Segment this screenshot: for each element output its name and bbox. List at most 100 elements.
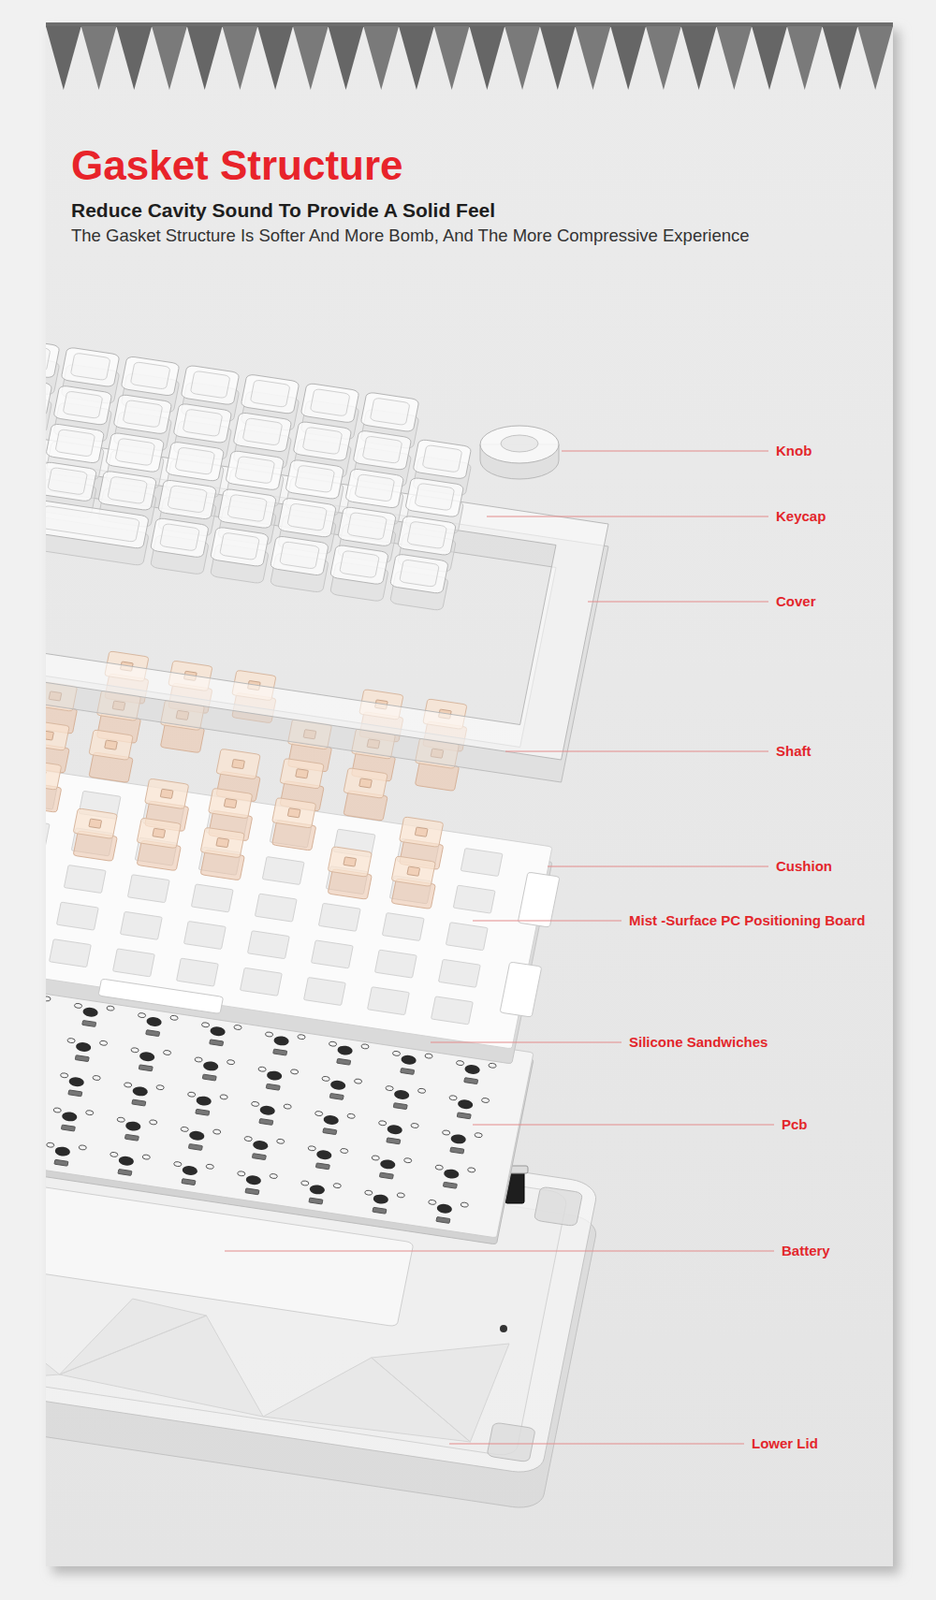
switch-pad (467, 1167, 476, 1173)
keycap (180, 365, 240, 406)
switch-pad (361, 1043, 370, 1050)
switch-pad (45, 1142, 55, 1149)
leader-lines (224, 451, 775, 1445)
keycap (218, 488, 278, 529)
switch-cutout (367, 987, 410, 1016)
switch-pad (333, 1183, 342, 1189)
switch-cutout (460, 848, 503, 878)
leader-line (486, 515, 769, 517)
switch-cutout (49, 939, 92, 968)
lid-facet (357, 1324, 510, 1446)
zigzag-triangle (257, 26, 293, 90)
keycap-dish (249, 380, 291, 409)
switch-pad (123, 1082, 132, 1089)
switch-top (391, 856, 436, 888)
switch-socket (259, 1105, 277, 1117)
switch-cutout (240, 967, 283, 996)
switch-cutout (310, 940, 353, 969)
switch-socket (464, 1064, 482, 1076)
keycap-dish (279, 541, 321, 571)
led-chip (181, 1179, 196, 1186)
keycap-dish (47, 467, 88, 496)
switch-stem (287, 808, 301, 819)
zigzag-triangle (822, 26, 859, 90)
keycap (397, 515, 457, 556)
leader-line (587, 600, 769, 602)
led-chip (400, 1068, 415, 1076)
zigzag-triangle (328, 26, 365, 90)
switch-stem (104, 740, 118, 750)
switch-cutout (56, 902, 99, 931)
zigzag-triangle (151, 26, 188, 90)
switch-socket (400, 1054, 418, 1067)
switch-pad (194, 1057, 204, 1064)
switch-top (45, 720, 70, 752)
leader-line (430, 1041, 622, 1043)
switch-cutout (318, 903, 361, 932)
switch-cutout (438, 959, 481, 988)
keycap-dish (362, 436, 403, 465)
switch-pad (403, 1157, 412, 1164)
keycap (345, 468, 405, 509)
switch-socket (393, 1089, 410, 1101)
keycap (285, 459, 345, 500)
switch-top (145, 778, 190, 810)
keycap (165, 441, 225, 483)
switch-top (216, 748, 261, 780)
switch-cutout (190, 884, 234, 913)
keycap (329, 544, 389, 585)
switch-pad (300, 1181, 309, 1187)
switch-pad (481, 1097, 490, 1104)
switch-socket (68, 1076, 86, 1088)
switch-cutout (381, 913, 425, 942)
switch-socket (117, 1155, 135, 1168)
plate-face (45, 734, 553, 1050)
switch-pad (67, 1038, 76, 1044)
keycap (120, 355, 180, 396)
part-label: Cushion (775, 858, 833, 875)
keycap-dish (130, 362, 171, 391)
led-chip (273, 1049, 288, 1056)
zigzag-triangle (81, 26, 117, 90)
keycap (412, 438, 472, 480)
switch-pad (290, 1068, 299, 1075)
switch-pad (396, 1192, 406, 1199)
gasket-tab (98, 979, 224, 1015)
led-chip (315, 1163, 330, 1170)
switch-socket (60, 1111, 78, 1123)
switch-stem (223, 798, 237, 808)
keycap (389, 554, 449, 595)
switch-cutout (119, 911, 162, 940)
led-chip (209, 1039, 224, 1047)
switch-top (208, 788, 253, 819)
switch-stem (414, 827, 428, 837)
lid-corner-post (486, 1422, 536, 1463)
switch-cutout (304, 978, 347, 1007)
switch-pad (78, 1144, 88, 1151)
keycap (98, 470, 158, 512)
knob-facet (500, 435, 539, 453)
switch-pad (212, 1129, 221, 1136)
zigzag-triangle (504, 26, 541, 90)
switch-pad (328, 1041, 337, 1048)
switch-stem (88, 819, 103, 829)
led-chip (146, 1030, 161, 1038)
keycap-dish (182, 409, 223, 438)
switch-socket (138, 1051, 156, 1063)
cover-top (45, 411, 609, 761)
switch-pad (173, 1161, 182, 1168)
switch-pad (156, 1084, 165, 1091)
keycap (277, 497, 337, 539)
part-label: Shaft (775, 743, 812, 760)
switch-socket (442, 1169, 460, 1181)
led-chip (188, 1144, 203, 1152)
switches (45, 613, 468, 910)
keycap (158, 479, 218, 520)
keycap (60, 347, 120, 388)
keycap (53, 385, 113, 426)
keycap (105, 432, 165, 473)
keycap-dish (45, 343, 51, 372)
keycap (149, 517, 209, 558)
switch-top (45, 760, 62, 791)
switch-socket (329, 1080, 347, 1092)
